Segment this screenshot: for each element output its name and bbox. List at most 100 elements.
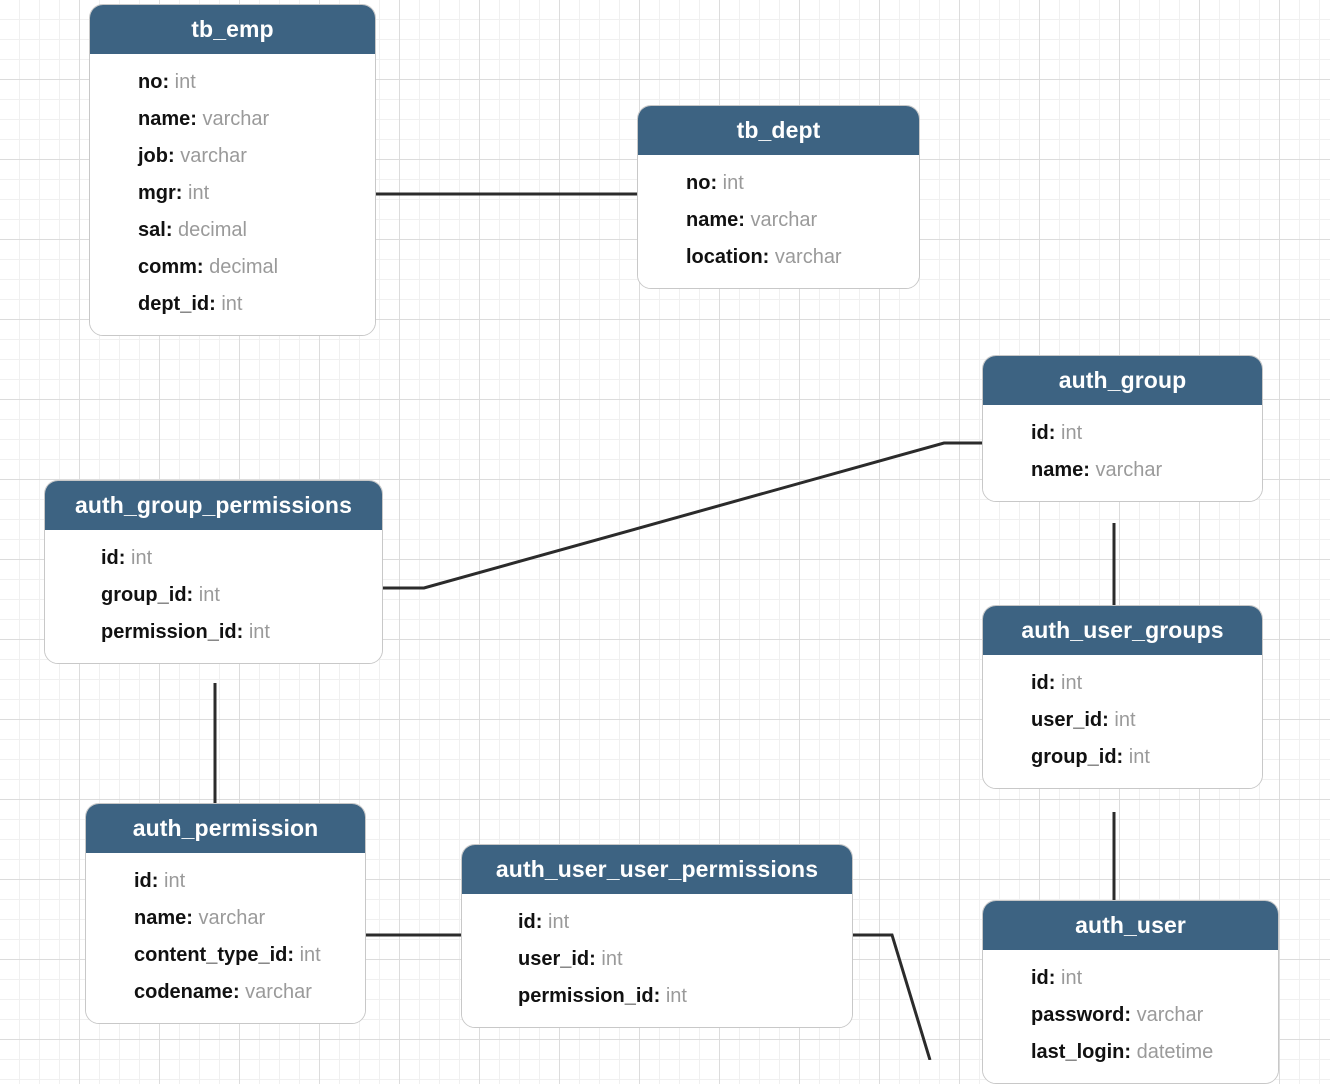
field-separator: :	[151, 870, 159, 893]
field-name: no	[138, 71, 163, 94]
field-type: int	[1128, 746, 1150, 769]
field-row: user_id: int	[462, 941, 852, 978]
field-type: int	[1061, 422, 1083, 445]
field-separator: :	[162, 71, 170, 94]
field-name: mgr	[138, 182, 176, 205]
field-row: id: int	[983, 960, 1278, 997]
field-type: varchar	[750, 209, 818, 232]
field-separator: :	[710, 172, 718, 195]
field-row: group_id: int	[983, 739, 1262, 776]
field-separator: :	[653, 985, 661, 1008]
field-type: int	[221, 293, 243, 316]
field-row: sal: decimal	[90, 212, 375, 249]
field-name: name	[686, 209, 739, 232]
field-separator: :	[232, 981, 240, 1004]
entity-title-tb_dept: tb_dept	[638, 106, 919, 156]
field-row: id: int	[983, 665, 1262, 702]
field-name: comm	[138, 256, 197, 279]
field-row: job: varchar	[90, 138, 375, 175]
field-row: name: varchar	[86, 900, 365, 937]
field-type: varchar	[245, 981, 312, 1004]
entity-title-auth_user_user_permissions: auth_user_user_permissions	[462, 845, 852, 895]
field-type: varchar	[1136, 1004, 1204, 1027]
field-type: int	[1061, 672, 1083, 695]
field-row: group_id: int	[45, 577, 382, 614]
field-separator: :	[1048, 422, 1056, 445]
field-name: password	[1031, 1004, 1125, 1027]
field-separator: :	[1083, 459, 1090, 482]
field-row: id: int	[45, 540, 382, 577]
field-type: int	[1061, 967, 1083, 990]
field-name: id	[518, 911, 536, 934]
field-row: comm: decimal	[90, 249, 375, 286]
field-type: varchar	[180, 145, 247, 168]
field-row: codename: varchar	[86, 974, 365, 1011]
field-type: int	[299, 944, 321, 967]
field-type: varchar	[202, 108, 270, 131]
field-type: varchar	[198, 907, 266, 930]
field-separator: :	[287, 944, 295, 967]
field-name: permission_id	[101, 621, 237, 644]
field-type: int	[665, 985, 687, 1008]
entity-title-auth_permission: auth_permission	[86, 804, 365, 854]
connector-auth_user_user_permissions--auth_user[interactable]	[853, 933, 932, 1060]
field-name: group_id	[101, 584, 187, 607]
field-separator: :	[118, 547, 126, 570]
field-type: int	[548, 911, 570, 934]
field-separator: :	[1124, 1004, 1132, 1027]
field-type: varchar	[1095, 459, 1163, 482]
field-separator: :	[1102, 709, 1109, 732]
field-name: id	[101, 547, 119, 570]
field-row: location: varchar	[638, 239, 919, 276]
field-name: name	[134, 907, 187, 930]
field-separator: :	[190, 108, 197, 131]
field-name: id	[1031, 967, 1049, 990]
field-separator: :	[196, 256, 204, 279]
field-type: int	[722, 172, 744, 195]
field-separator: :	[186, 907, 193, 930]
entity-fields-auth_user: id: int password: varchar last_login: date…	[983, 950, 1278, 1084]
entity-title-auth_user_groups: auth_user_groups	[983, 606, 1262, 656]
field-separator: :	[738, 209, 745, 232]
entity-title-tb_emp: tb_emp	[90, 5, 375, 55]
field-type: datetime	[1136, 1041, 1214, 1064]
field-row: last_login: datetime	[983, 1034, 1278, 1071]
field-type: int	[1114, 709, 1136, 732]
field-type: decimal	[209, 256, 279, 279]
field-type: int	[198, 584, 220, 607]
field-name: dept_id	[138, 293, 210, 316]
field-row: name: varchar	[638, 202, 919, 239]
field-row: name: varchar	[983, 452, 1262, 489]
field-name: id	[1031, 672, 1049, 695]
field-separator: :	[1116, 746, 1124, 769]
field-name: name	[1031, 459, 1084, 482]
field-name: user_id	[1031, 709, 1103, 732]
field-separator: :	[236, 621, 244, 644]
field-row: user_id: int	[983, 702, 1262, 739]
field-type: int	[131, 547, 153, 570]
field-name: location	[686, 246, 763, 269]
connector-auth_group_permissions--auth_group[interactable]	[383, 441, 982, 590]
field-name: job	[138, 145, 168, 168]
field-name: permission_id	[518, 985, 654, 1008]
field-row: dept_id: int	[90, 286, 375, 323]
field-row: id: int	[462, 904, 852, 941]
entity-title-auth_group_permissions: auth_group_permissions	[45, 481, 382, 531]
field-row: mgr: int	[90, 175, 375, 212]
